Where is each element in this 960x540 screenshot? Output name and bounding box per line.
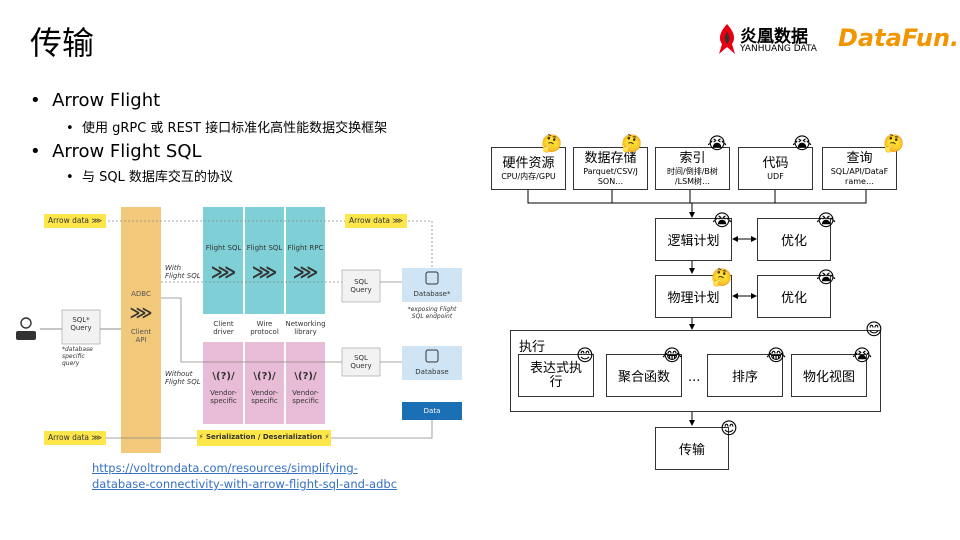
wire-protocol-label: Wire protocol [250, 320, 279, 336]
vendor-specific-2: Vendor- specific [251, 389, 278, 405]
database-star-box [402, 268, 462, 302]
arrow-data-tag-top-left: Arrow data ⋙ [44, 214, 107, 228]
db-specific-note: *database specific query [62, 346, 93, 367]
col-flight-sql-1: Flight SQL [205, 244, 242, 252]
emoji-thinking-icon: 🤔 [711, 268, 733, 288]
bullet-dot: • [30, 90, 53, 111]
arrow-data-tag-top-right: Arrow data ⋙ [345, 214, 408, 228]
exec-sort-box: 排序 [707, 354, 783, 397]
emoji-smile-icon: 😊 [576, 346, 594, 366]
adbc-label: ADBC [131, 290, 151, 298]
transport-box: 传输 [655, 427, 729, 470]
source-link-line2[interactable]: database-connectivity-with-arrow-flight-… [92, 477, 398, 491]
chevron-icon: ⋙ [292, 262, 319, 283]
without-flight-sql-label: Without Flight SQL [165, 370, 201, 386]
emoji-thinking-icon: 🤔 [883, 134, 905, 154]
logical-opt-box: 优化 [757, 218, 831, 261]
client-api-label: Client API [130, 328, 152, 344]
vendor-glyph-icon: \(?)/ [253, 371, 276, 382]
physical-plan-box: 物理计划 [655, 275, 732, 318]
with-flight-sql-label: With Flight SQL [165, 264, 201, 280]
exec-agg-box: 聚合函数 [606, 354, 682, 397]
bullet-1-sub: • 使用 gRPC 或 REST 接口标准化高性能数据交换框架 [66, 117, 387, 136]
adbc-column [121, 207, 161, 453]
data-box [402, 402, 462, 420]
yanhuang-cn: 炎凰数据 [740, 27, 808, 47]
bullet-dot: • [66, 121, 82, 136]
emoji-laugh-icon: 😂 [766, 346, 786, 366]
user-icon [20, 317, 32, 329]
exec-ellipsis: ... [688, 370, 701, 385]
emoji-thinking-icon: 🤔 [541, 134, 563, 154]
exec-expr-box: 表达式执 行 [518, 354, 594, 397]
emoji-smile-icon: 😊 [865, 320, 883, 340]
chevron-icon: ⋙ [251, 262, 278, 283]
database-label: Database [415, 368, 449, 376]
sql-query-1: SQL Query [350, 278, 372, 294]
emoji-crying-icon: 😭 [852, 346, 872, 366]
chevron-icon: ⋙ [210, 262, 237, 283]
vendor-glyph-icon: \(?)/ [294, 371, 317, 382]
adbc-arrow-icon: ⋙ [129, 303, 153, 322]
data-label: Data [423, 407, 441, 415]
vendor-columns [203, 342, 325, 424]
emoji-crying-icon: 😭 [712, 211, 732, 231]
emoji-laugh-icon: 😂 [662, 346, 682, 366]
page-title: 传输 [30, 24, 95, 62]
vendor-specific-1: Vendor- specific [210, 389, 237, 405]
flight-columns [203, 207, 325, 314]
bullet-2-sub-text: 与 SQL 数据库交互的协议 [81, 170, 233, 185]
sql-query-star: SQL* Query [70, 316, 92, 332]
emoji-smile-icon: 😊 [720, 419, 738, 439]
flow-index-box: 索引时间/倒排/B树 /LSM树… [655, 147, 730, 190]
serialization-label: ⚡ Serialization / Deserialization ⚡ [198, 433, 330, 441]
emoji-crying-icon: 😭 [707, 134, 727, 154]
source-link[interactable]: https://voltrondata.com/resources/simpli… [92, 460, 397, 492]
physical-opt-box: 优化 [757, 275, 831, 318]
bullet-dot: • [66, 170, 82, 185]
flame-icon [719, 24, 735, 54]
emoji-crying-icon: 😭 [792, 134, 812, 154]
vendor-glyph-icon: \(?)/ [212, 371, 235, 382]
database-star-label: Database* [413, 290, 451, 298]
sql-query-2: SQL Query [350, 354, 372, 370]
bullet-1-text: Arrow Flight [52, 90, 161, 111]
vendor-specific-3: Vendor- specific [292, 389, 319, 405]
col-flight-sql-2: Flight SQL [246, 244, 283, 252]
database-box [402, 346, 462, 380]
bullet-1-sub-text: 使用 gRPC 或 REST 接口标准化高性能数据交换框架 [81, 121, 388, 136]
exec-mv-box: 物化视图 [791, 354, 867, 397]
col-flight-rpc: Flight RPC [287, 244, 324, 252]
source-link-line1[interactable]: https://voltrondata.com/resources/simpli… [92, 461, 358, 475]
bullet-2: • Arrow Flight SQL [30, 141, 202, 162]
bullet-dot: • [30, 141, 53, 162]
yanhuang-en: YANHUANG DATA [740, 44, 817, 54]
emoji-crying-icon: 😭 [816, 268, 836, 288]
bullet-1: • Arrow Flight [30, 90, 160, 111]
datafun-logo: DataFun. [838, 24, 960, 52]
bullet-2-text: Arrow Flight SQL [52, 141, 202, 162]
exposing-note: *exposing Flight SQL endpoint [407, 306, 457, 320]
emoji-thinking-icon: 🤔 [621, 134, 643, 154]
arrow-data-tag-bottom: Arrow data ⋙ [44, 431, 107, 445]
exec-label: 执行 [519, 340, 546, 355]
client-driver-label: Client driver [213, 320, 234, 336]
emoji-crying-icon: 😭 [816, 211, 836, 231]
bullet-2-sub: • 与 SQL 数据库交互的协议 [66, 166, 233, 185]
networking-library-label: Networking library [285, 320, 326, 336]
logical-plan-box: 逻辑计划 [655, 218, 732, 261]
